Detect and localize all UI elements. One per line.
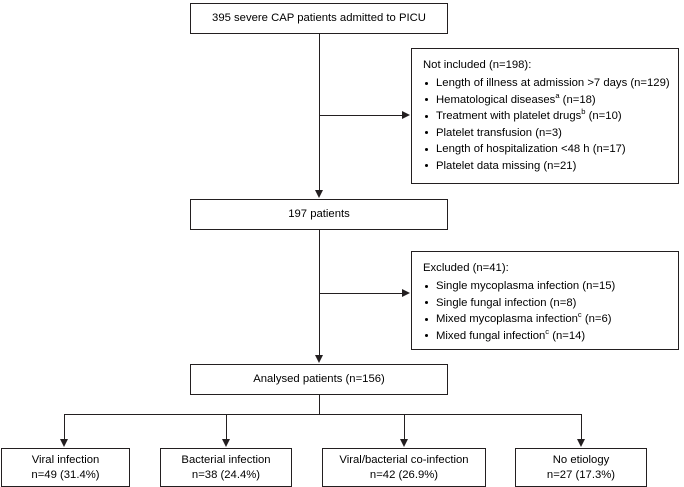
node-outcome-viral-bacterial-coinfection: Viral/bacterial co-infection n=42 (26.9%… [322, 448, 486, 487]
arrowhead-to-outcome-4 [577, 439, 585, 447]
list-item-text: Single fungal infection (n=8) [436, 296, 577, 309]
list-item-text: Platelet data missing (n=21) [436, 159, 577, 172]
node-outcome-viral-infection: Viral infection n=49 (31.4%) [1, 448, 130, 487]
node-analysed-label: Analysed patients (n=156) [253, 373, 385, 385]
connector-to-outcome-2 [226, 414, 228, 440]
list-item-superscript: a [555, 90, 560, 100]
outcome-stat: n=49 (31.4%) [31, 468, 100, 481]
node-outcome-no-etiology: No etiology n=27 (17.3%) [515, 448, 647, 487]
list-item: Treatment with platelet drugsb (n=10) [423, 108, 670, 125]
list-item-text: Mixed mycoplasma infection [436, 313, 578, 325]
list-item-text: Mixed fungal infection [436, 329, 546, 342]
excluded-list: Single mycoplasma infection (n=15) Singl… [423, 278, 615, 344]
arrowhead-to-outcome-2 [222, 439, 230, 447]
list-item: Hematological diseasesa (n=18) [423, 90, 670, 109]
list-item: Single fungal infection (n=8) [423, 295, 615, 312]
list-item: Platelet data missing (n=21) [423, 158, 670, 175]
list-item-superscript: b [581, 107, 586, 117]
bullet-icon [425, 334, 429, 338]
list-item-text: Single mycoplasma infection (n=15) [436, 280, 616, 292]
bullet-icon [425, 98, 429, 102]
connector-to-not-included [319, 115, 402, 117]
outcome-name: No etiology [552, 453, 610, 466]
outcome-name: Viral/bacterial co-infection [339, 453, 469, 466]
connector-to-outcome-1 [64, 414, 66, 440]
bullet-icon [425, 147, 429, 151]
bullet-icon [425, 301, 429, 305]
outcome-name: Viral infection [31, 453, 100, 466]
list-item-suffix: (n=6) [581, 313, 612, 325]
node-enrolled-label: 395 severe CAP patients admitted to PICU [212, 12, 426, 24]
list-item-suffix: (n=10) [585, 110, 622, 122]
connector-to-excluded [319, 293, 402, 295]
list-item: Single mycoplasma infection (n=15) [423, 278, 615, 295]
list-item-suffix: (n=18) [559, 93, 596, 106]
list-item: Platelet transfusion (n=3) [423, 125, 670, 142]
bullet-icon [425, 81, 429, 85]
list-item-text: Length of hospitalization <48 h (n=17) [436, 143, 626, 155]
connector-to-outcome-3 [404, 414, 406, 440]
node-not-included-box: Not included (n=198): Length of illness … [411, 48, 679, 184]
not-included-list: Length of illness at admission >7 days (… [423, 75, 670, 174]
list-item-text: Hematological diseases [436, 93, 556, 106]
list-item-text: Length of illness at admission >7 days (… [436, 77, 670, 89]
connector-analysed-stem [318, 395, 320, 414]
node-remaining-box: 197 patients [190, 199, 448, 230]
arrowhead-to-not-included [402, 111, 410, 119]
arrowhead-to-excluded [402, 289, 410, 297]
bullet-icon [425, 164, 429, 168]
node-enrolled-box: 395 severe CAP patients admitted to PICU [190, 3, 448, 34]
list-item-superscript: c [545, 326, 550, 336]
outcome-stat: n=38 (24.4%) [191, 468, 261, 481]
arrowhead-to-outcome-3 [400, 439, 408, 447]
outcome-name: Bacterial infection [181, 453, 271, 466]
list-item-text: Treatment with platelet drugs [436, 110, 582, 122]
excluded-title: Excluded (n=41): [423, 262, 509, 274]
list-item: Length of hospitalization <48 h (n=17) [423, 141, 670, 158]
list-item: Mixed mycoplasma infectionc (n=6) [423, 311, 615, 328]
list-item: Length of illness at admission >7 days (… [423, 75, 670, 92]
arrowhead-enrolled-to-remaining [314, 190, 323, 198]
connector-to-outcome-4 [581, 414, 583, 440]
bullet-icon [425, 284, 429, 288]
list-item-text: Platelet transfusion (n=3) [436, 126, 562, 139]
node-excluded-box: Excluded (n=41): Single mycoplasma infec… [411, 251, 679, 350]
connector-enrolled-to-remaining [318, 34, 320, 191]
connector-outcome-bus [64, 413, 582, 415]
list-item-suffix: (n=14) [549, 329, 586, 342]
list-item: Mixed fungal infectionc (n=14) [423, 326, 615, 345]
bullet-icon [425, 114, 429, 118]
list-item-superscript: c [577, 310, 582, 320]
bullet-icon [425, 317, 429, 321]
node-analysed-box: Analysed patients (n=156) [190, 364, 448, 395]
arrowhead-remaining-to-analysed [314, 355, 323, 363]
node-remaining-label: 197 patients [288, 208, 350, 220]
arrowhead-to-outcome-1 [60, 439, 68, 447]
outcome-stat: n=27 (17.3%) [546, 468, 616, 481]
not-included-title: Not included (n=198): [423, 59, 532, 71]
bullet-icon [425, 131, 429, 135]
node-outcome-bacterial-infection: Bacterial infection n=38 (24.4%) [160, 448, 292, 487]
outcome-stat: n=42 (26.9%) [369, 468, 439, 481]
